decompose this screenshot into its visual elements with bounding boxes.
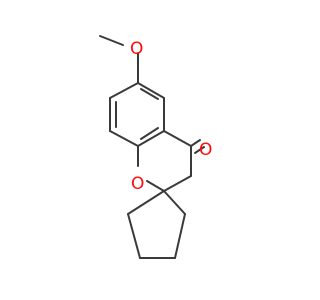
bond-cp4-c2 bbox=[127, 190, 165, 215]
bond-c4-o-carbonyl bbox=[190, 139, 201, 147]
bond-cp1-cp2 bbox=[174, 213, 186, 259]
aromatic-double-c4a-c8a bbox=[140, 127, 159, 140]
bond-c4a-c8a bbox=[137, 130, 165, 147]
aromatic-double-c6-c5 bbox=[140, 88, 159, 100]
molecule-structure: O O O bbox=[99, 35, 212, 259]
bond-c6-c5 bbox=[137, 82, 165, 99]
carbonyl-double bbox=[194, 146, 205, 154]
bond-c7-c6 bbox=[109, 82, 139, 99]
ring-oxygen-label: O bbox=[131, 174, 144, 194]
bond-c8a-c8 bbox=[109, 130, 139, 147]
bond-methyl-o bbox=[99, 35, 124, 46]
methoxy-oxygen-label: O bbox=[130, 39, 143, 59]
bond-c4a-c4 bbox=[163, 130, 192, 147]
bond-c3-c2 bbox=[163, 175, 192, 192]
bond-c2-o1 bbox=[146, 180, 165, 192]
carbonyl-oxygen-label: O bbox=[199, 140, 212, 160]
bond-cp3-cp4 bbox=[127, 213, 141, 259]
bond-c2-cp1 bbox=[163, 190, 186, 215]
